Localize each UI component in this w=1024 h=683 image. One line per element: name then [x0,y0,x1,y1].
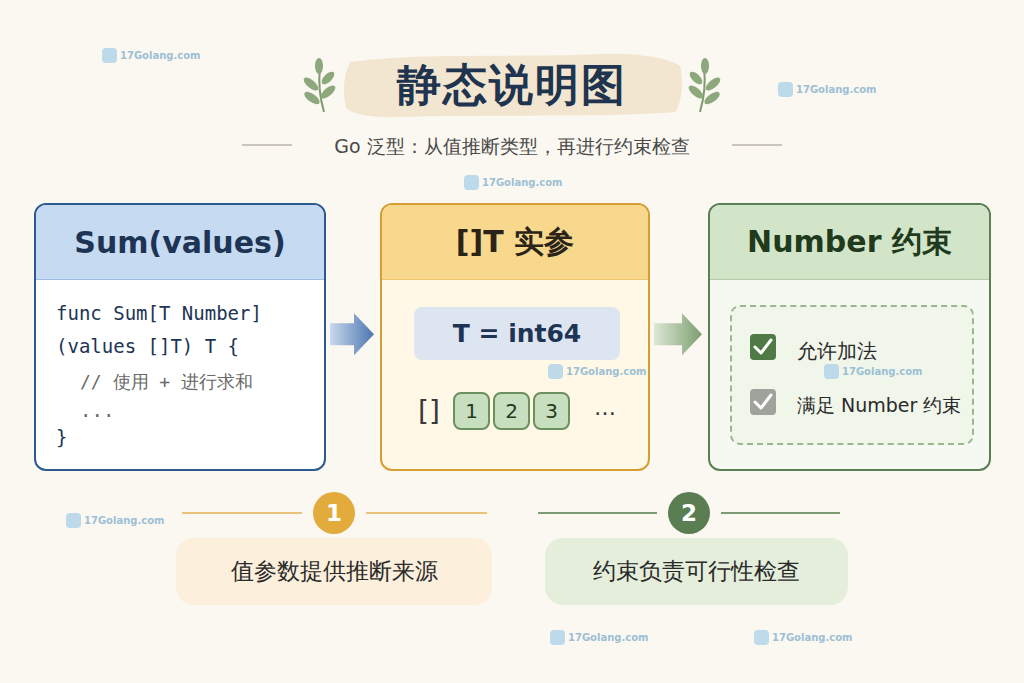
note-pill: 值参数提供推断来源 [176,538,492,605]
watermark: 17Golang.com [548,364,646,379]
type-box: T = int64 [414,307,620,360]
rule-line [721,512,840,514]
watermark-icon [548,364,563,379]
watermark: 17Golang.com [824,364,922,379]
value-cell: 1 [453,392,490,430]
box-text: 2 [505,399,518,423]
argument-box: []T 实参 [] … T = int64 1 2 3 [380,203,650,471]
code-box: Sum(values) func Sum[T Number] (values []T… [34,203,326,471]
watermark: 17Golang.com [754,630,852,645]
watermark-text: 17Golang.com [120,50,200,61]
header-band: Sum(values) [36,205,324,280]
diagram-subtitle: Go 泛型：从值推断类型，再进行约束检查 [0,134,1024,160]
watermark-text: 17Golang.com [842,366,922,377]
checkbox-icon [750,334,776,360]
rule-line [366,512,487,514]
watermark-icon [464,175,479,190]
box-text: 值参数提供推断来源 [231,556,438,587]
box-text: 3 [545,399,558,423]
rule-line [182,512,302,514]
watermark-icon [754,630,769,645]
watermark-text: 17Golang.com [796,84,876,95]
box-heading: []T 实参 [456,222,574,263]
block-arrow [654,313,702,355]
watermark-text: 17Golang.com [84,515,164,526]
watermark-text: 17Golang.com [566,366,646,377]
rule-line [242,144,292,146]
box-text: 允许加法 [797,338,877,365]
value-cell: 2 [493,392,530,430]
box-text: func Sum[T Number] [56,302,262,324]
watermark-icon [102,48,117,63]
box-text: (values []T) T { [56,335,239,357]
header-band: []T 实参 [382,205,648,280]
header-band: Number 约束 [710,205,989,280]
constraint-box: Number 约束允许加法满足 Number 约束 [708,203,991,471]
note-pill: 约束负责可行性检查 [545,538,848,605]
box-text: // 使用 + 进行求和 [80,370,253,394]
leaf-left [302,58,338,112]
watermark: 17Golang.com [102,48,200,63]
box-text: 满足 Number 约束 [797,393,961,419]
box-text: T = int64 [453,319,582,348]
block-arrow [330,313,374,355]
checkbox-icon [750,389,776,415]
box-text: } [56,426,67,448]
box-heading: Sum(values) [74,225,285,260]
watermark: 17Golang.com [550,630,648,645]
watermark-icon [550,630,565,645]
leaf-right [687,58,723,112]
box-text: 约束负责可行性检查 [593,556,800,587]
watermark: 17Golang.com [778,82,876,97]
box-text: [] [418,395,440,428]
box-text: 2 [681,500,697,526]
box-text: 1 [326,500,342,526]
box-text: 1 [465,399,478,423]
watermark-icon [66,513,81,528]
watermark-icon [778,82,793,97]
box-heading: Number 约束 [747,222,952,263]
value-cell: 3 [533,392,570,430]
callout-number: 2 [668,492,710,534]
rule-line [732,144,782,146]
watermark-text: 17Golang.com [568,632,648,643]
watermark: 17Golang.com [464,175,562,190]
box-text: ... [80,399,114,421]
watermark-text: 17Golang.com [482,177,562,188]
rule-line [538,512,657,514]
watermark-text: 17Golang.com [772,632,852,643]
callout-number: 1 [313,492,355,534]
watermark-icon [824,364,839,379]
watermark: 17Golang.com [66,513,164,528]
box-text: … [594,395,616,420]
